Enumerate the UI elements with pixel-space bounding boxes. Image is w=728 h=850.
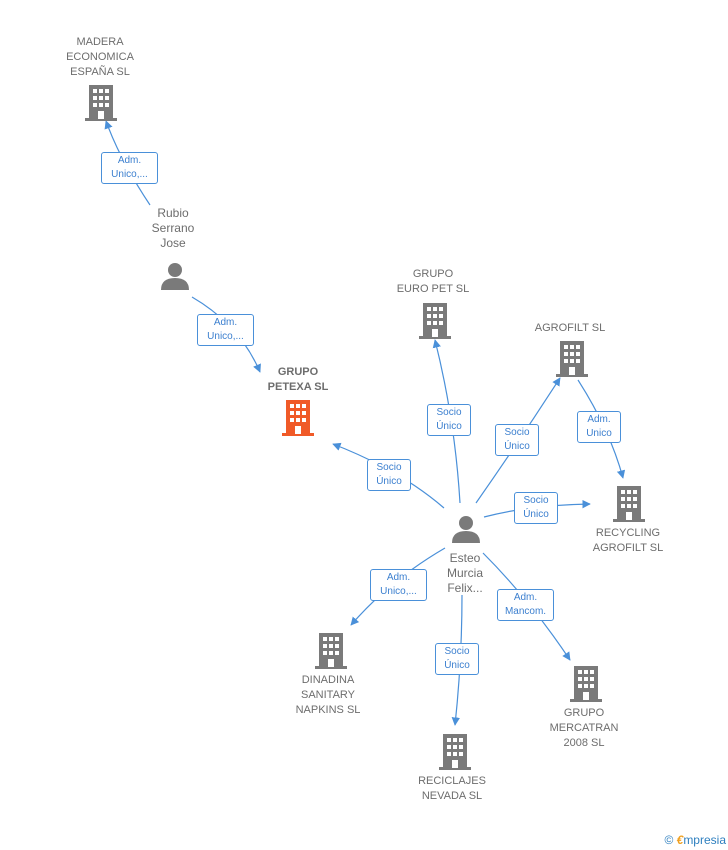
edge-label-esteo-reciclajes[interactable]: Socio Único [435,643,479,675]
brand-logo-e: € [676,833,684,847]
brand-footer: © €mpresia [664,833,726,847]
node-label-mercatran: GRUPO MERCATRAN 2008 SL [549,707,619,749]
edge-label-esteo-dinadina[interactable]: Adm. Unico,... [370,569,427,601]
building-icon-agrofilt[interactable] [556,341,588,377]
edge-label-esteo-recycling[interactable]: Socio Único [514,492,558,524]
copyright-icon: © [664,833,674,847]
edge-label-esteo-agrofilt[interactable]: Socio Único [495,424,539,456]
node-label-rubio: Rubio Serrano Jose [151,206,195,250]
node-label-petexa: GRUPO PETEXA SL [267,366,329,393]
building-icon-madera[interactable] [85,85,117,121]
node-label-dinadina: DINADINA SANITARY NAPKINS SL [295,674,361,716]
edge-label-esteo-petexa[interactable]: Socio Único [367,459,411,491]
building-icon-recycling[interactable] [613,486,645,522]
node-label-madera: MADERA ECONOMICA ESPAÑA SL [66,36,134,78]
building-icon-petexa[interactable] [282,400,314,436]
node-label-esteo: Esteo Murcia Felix... [446,551,483,595]
person-icon-esteo[interactable] [452,515,480,543]
building-icon-dinadina[interactable] [315,633,347,669]
brand-name: mpresia [683,833,726,847]
person-icon-rubio[interactable] [161,262,189,290]
node-label-agrofilt: AGROFILT SL [534,322,606,334]
edge-label-esteo-mercatran[interactable]: Adm. Mancom. [497,589,554,621]
node-label-europet: GRUPO EURO PET SL [396,268,470,295]
edge-label-agrofilt-recycling[interactable]: Adm. Unico [577,411,621,443]
building-icon-europet[interactable] [419,303,451,339]
building-icon-mercatran[interactable] [570,666,602,702]
edge-label-rubio-madera[interactable]: Adm. Unico,... [101,152,158,184]
edge-label-esteo-europet[interactable]: Socio Único [427,404,471,436]
node-label-reciclajes: RECICLAJES NEVADA SL [418,775,486,802]
edge-label-rubio-petexa[interactable]: Adm. Unico,... [197,314,254,346]
node-label-recycling: RECYCLING AGROFILT SL [592,527,664,554]
building-icon-reciclajes[interactable] [439,734,471,770]
